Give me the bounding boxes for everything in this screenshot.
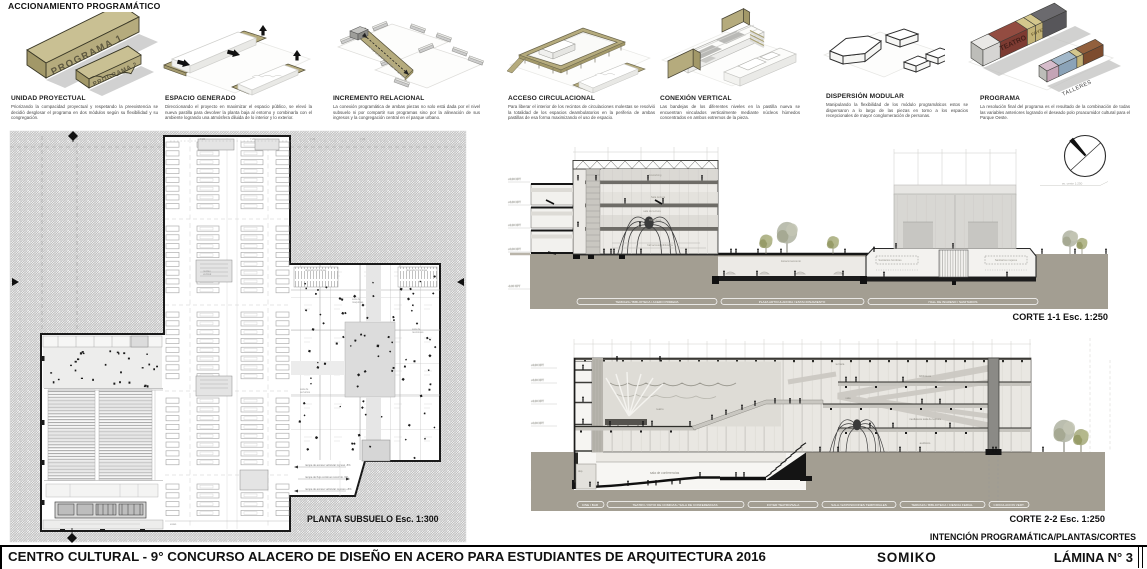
svg-text:Biblioteca: Biblioteca (649, 218, 661, 222)
svg-text:7.20: 7.20 (310, 137, 316, 141)
svg-text:rampa de flujo continuo recorr: rampa de flujo continuo recorrido -5% (305, 475, 349, 479)
svg-text:CIRCULACION VERT.: CIRCULACION VERT. (994, 503, 1025, 507)
svg-text:biblioteca: biblioteca (919, 374, 931, 378)
svg-text:+9.90 NPT: +9.90 NPT (531, 363, 544, 367)
svg-text:+0.00 NPT: +0.00 NPT (531, 421, 544, 425)
svg-text:sala: sala (845, 396, 851, 400)
svg-text:+9.90 NPT: +9.90 NPT (508, 177, 521, 181)
svg-text:teatro: teatro (656, 407, 664, 411)
svg-text:7.20: 7.20 (250, 137, 256, 141)
svg-text:vertical: vertical (203, 272, 212, 276)
svg-text:Sala lectura: Sala lectura (651, 195, 666, 199)
svg-text:7.20: 7.20 (360, 137, 366, 141)
svg-text:estac.: estac. (170, 522, 177, 526)
svg-text:TERRAZA / BIBLIOTECA / ACERO P: TERRAZA / BIBLIOTECA / ACERO PRIMERA (615, 300, 679, 304)
svg-text:FOYER: FOYER (1030, 26, 1047, 37)
svg-text:sala de: sala de (412, 327, 421, 331)
svg-text:mediateca sala de lectura: mediateca sala de lectura (909, 417, 941, 421)
svg-text:terraza: terraza (836, 362, 845, 366)
svg-text:Estacionamiento: Estacionamiento (781, 259, 801, 263)
svg-text:FOYER TEATRO/SALA: FOYER TEATRO/SALA (767, 503, 800, 507)
svg-text:7.20: 7.20 (200, 137, 206, 141)
svg-text:PLAZA ARTICULADORA / ESTACIONA: PLAZA ARTICULADORA / ESTACIONAMIENTO (759, 300, 826, 304)
svg-text:servicios: servicios (300, 390, 311, 394)
svg-text:sala de: sala de (300, 387, 309, 391)
svg-text:Sanitarios hombres: Sanitarios hombres (878, 258, 902, 262)
svg-text:nucleo: nucleo (203, 269, 211, 273)
svg-text:CINE / BAR: CINE / BAR (582, 503, 599, 507)
svg-text:hall acceso biblioteca: hall acceso biblioteca (647, 243, 673, 247)
svg-text:+0.00 NPT: +0.00 NPT (508, 247, 521, 251)
svg-text:maquinas: maquinas (352, 300, 364, 304)
svg-text:+6.60 NPT: +6.60 NPT (531, 378, 544, 382)
svg-text:TERRAZA / BIBLIOTECA / CIENCIA: TERRAZA / BIBLIOTECA / CIENCIA FERIAL (911, 503, 973, 507)
svg-text:sala de conferencias: sala de conferencias (650, 471, 680, 475)
svg-text:SALA / EXPOSICIONES TEMPORALES: SALA / EXPOSICIONES TEMPORALES (831, 503, 887, 507)
svg-text:Coworking: Coworking (649, 173, 662, 177)
svg-text:sala de: sala de (352, 297, 361, 301)
svg-text:TEATRO / PATIO DE COMIDAS / SA: TEATRO / PATIO DE COMIDAS / SALA DE CONF… (632, 503, 717, 507)
svg-text:HALL DE INGRESO / SANITARIOS: HALL DE INGRESO / SANITARIOS (929, 300, 978, 304)
svg-text:deposito bicicletas: deposito bicicletas (305, 268, 327, 272)
svg-text:+3.30 NPT: +3.30 NPT (508, 223, 521, 227)
svg-text:+6.60 NPT: +6.60 NPT (508, 200, 521, 204)
svg-text:av. oeste 1:250: av. oeste 1:250 (1062, 182, 1083, 186)
svg-text:Sanitarios mujeres: Sanitarios mujeres (995, 258, 1018, 262)
svg-text:deposito bicicletas: deposito bicicletas (406, 268, 428, 272)
svg-text:dep.: dep. (578, 469, 583, 473)
svg-text:+3.30 NPT: +3.30 NPT (531, 399, 544, 403)
svg-text:-3.30 NPT: -3.30 NPT (508, 284, 521, 288)
svg-text:reuniones: reuniones (412, 330, 424, 334)
svg-text:rampa de acceso vehicular regr: rampa de acceso vehicular regreso +5% (305, 487, 352, 491)
svg-text:rampa de acceso vehicular ingr: rampa de acceso vehicular ingreso -5% (305, 463, 351, 467)
svg-text:sala de lectura: sala de lectura (643, 209, 661, 213)
svg-text:auditorio: auditorio (920, 441, 931, 445)
